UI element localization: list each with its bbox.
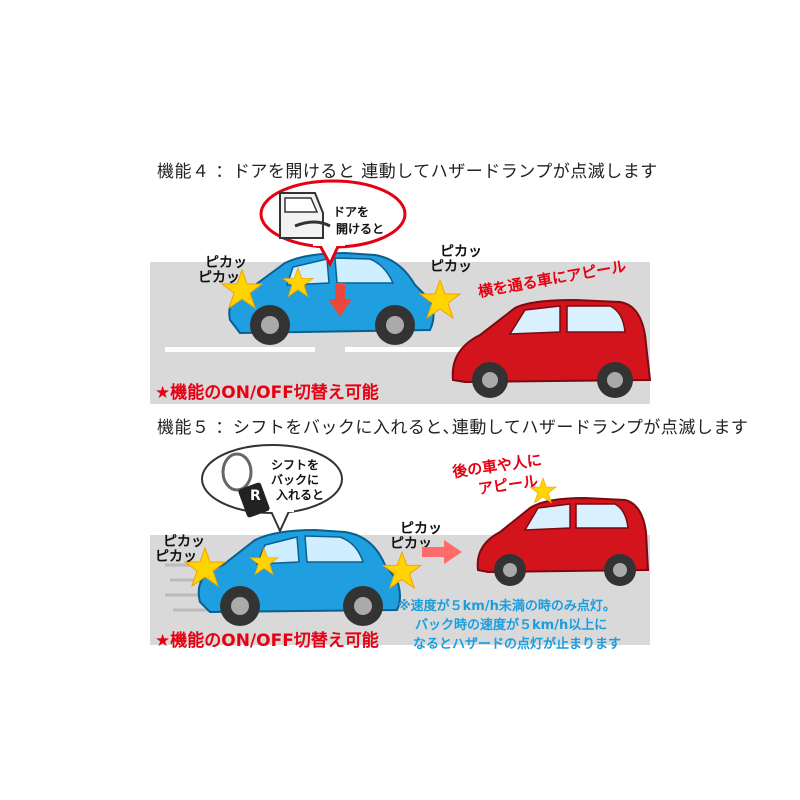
hazard-flash-icon [248,546,280,576]
pika-text: ピカッ [390,536,432,552]
red-car-section5 [476,496,650,586]
lane-marking [345,347,465,352]
car-door-icon [279,192,331,239]
right-arrow-icon [422,540,462,564]
pika-text: ピカッ [430,259,472,275]
speech-bubble [201,444,343,534]
hazard-flash-icon [418,278,462,320]
bubble-text-line2: 開けると [336,222,385,236]
pika-text: ピカッ [155,549,197,565]
hazard-flash-icon [281,266,315,298]
blue-car-section4 [228,251,435,345]
hazard-flash-icon [183,546,227,588]
down-arrow-icon [328,283,352,317]
shift-letter: R [250,488,261,504]
onoff-note-section5: ★機能のON/OFF切替え可能 [155,631,379,651]
lane-marking [165,347,315,352]
hazard-flash-icon [220,268,264,310]
red-car-section4 [451,298,652,398]
bubble-text-line3: 入れると [276,488,325,502]
hazard-flash-icon [381,550,423,590]
blue-car-section5 [197,528,401,626]
bubble-text-line1: シフトを [271,458,320,472]
attention-burst-icon [529,477,557,504]
section5-heading: 機能５ ：シフトをバックに入れると､連動してハザードランプが点滅します [157,418,749,438]
speed-note-line2: バック時の速度が５km/h以上に [415,618,608,633]
speed-note-line1: ※速度が５km/h未満の時のみ点灯。 [398,599,616,614]
speed-note-line3: なるとハザードの点灯が止まります [413,637,622,652]
key-fob-icon [221,452,270,518]
pika-text: ピカッ [163,534,205,550]
section4-heading: 機能４ ：ドアを開けると 連動してハザードランプが点滅します [157,162,658,182]
pika-text: ピカッ [440,244,482,260]
onoff-note-section4: ★機能のON/OFF切替え可能 [155,383,379,403]
bubble-text-line2: バックに [271,473,320,487]
bubble-text-line1: ドアを [333,205,370,219]
pika-text: ピカッ [205,255,247,271]
pika-text: ピカッ [198,270,240,286]
pika-text: ピカッ [400,521,442,537]
